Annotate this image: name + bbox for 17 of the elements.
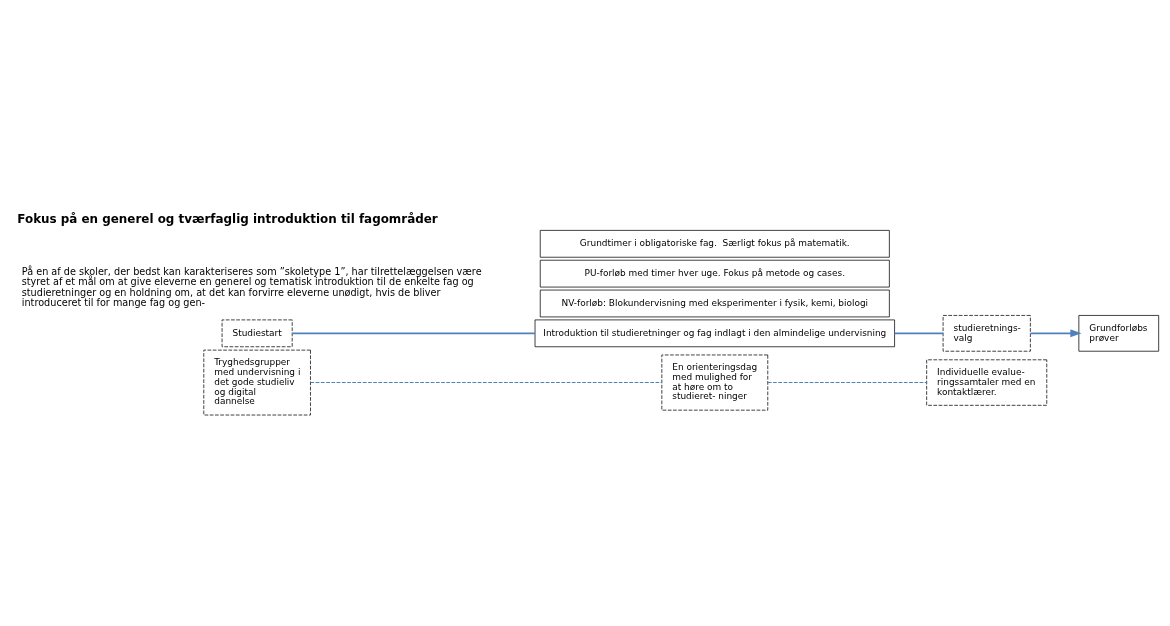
label: På en af de skoler, der bedst kan karakteriseres som ”skoletype 1”, har tilrettelæggelsen være styret af et mål om at give eleverne en generel og tematisk introduktion til de enkelte fag og studieretninger og en holdning om, at det kan forvirre eleverne unødigt, hvis de bliver introduceret til for mange fag og gen- bbox=[21, 265, 482, 309]
connector bbox=[767, 382, 928, 384]
node-box: Tryghedsgrupper med undervisning i det gode studieliv og digital dannelse bbox=[203, 349, 311, 416]
node-box: Grundforløbs prøver bbox=[1078, 315, 1160, 352]
arrow bbox=[1029, 329, 1082, 338]
node-box: En orienteringsdag med mulighed for at høre om to studieret- ninger bbox=[661, 354, 769, 411]
node-box: NV-forløb: Blokundervisning med eksperimenter i fysik, kemi, biologi bbox=[539, 289, 890, 318]
node-box: Studiestart bbox=[221, 319, 293, 348]
connector bbox=[291, 332, 536, 335]
node-box: PU-forløb med timer hver uge. Fokus på metode og cases. bbox=[539, 259, 890, 288]
node-box: studieretnings- valg bbox=[942, 315, 1031, 352]
connector bbox=[310, 382, 663, 384]
diagram-title: Fokus på en generel og tværfaglig introduktion til fagområder bbox=[17, 211, 438, 226]
node-box: Individuelle evalue- ringssamtaler med en kontaktlærer. bbox=[926, 359, 1048, 406]
node-box: Introduktion til studieretninger og fag indlagt i den almindelige undervisning bbox=[534, 319, 895, 348]
connector bbox=[893, 332, 944, 335]
node-box: Grundtimer i obligatoriske fag. Særligt fokus på matematik. bbox=[539, 230, 890, 258]
